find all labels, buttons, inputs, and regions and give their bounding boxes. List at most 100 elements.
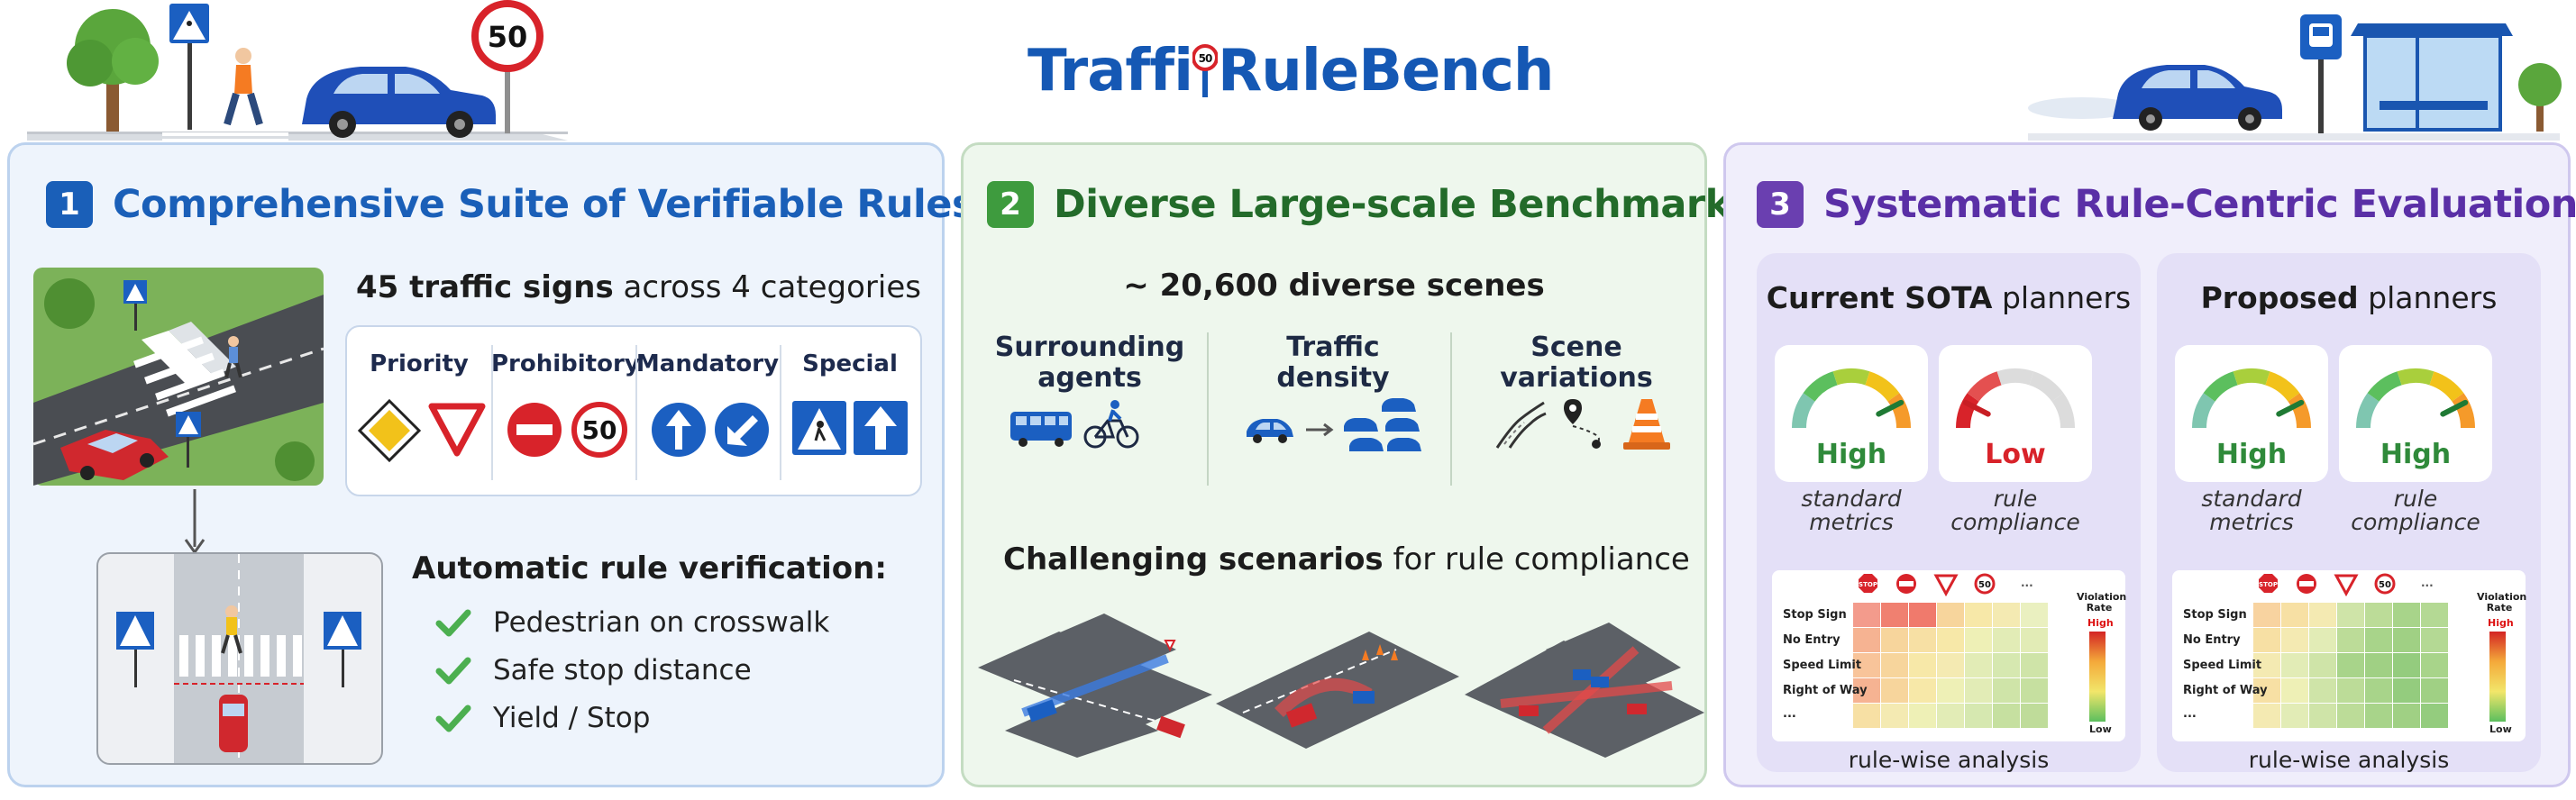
signs-summary: 45 traffic signs across 4 categories (356, 269, 921, 305)
heatmap-cell (1993, 628, 2020, 652)
heatmap-cell (1909, 603, 1936, 627)
gauge-icon (1792, 368, 1911, 429)
heatmap-cell (2253, 678, 2280, 703)
heatmap-cell (2021, 603, 2048, 627)
gauge-value: High (2215, 439, 2288, 470)
heatmap-row-label: Right of Way (1783, 684, 1868, 697)
verification-title: Automatic rule verification: (412, 550, 887, 586)
heatmap-cell (1937, 628, 1964, 652)
heatmap-cell (2253, 704, 2280, 728)
heatmap-cell (2309, 628, 2336, 652)
keep-left-sign-icon (715, 403, 769, 457)
check-item: Yield / Stop (435, 702, 650, 734)
panel1-number-badge: 1 (46, 181, 93, 228)
heatmap-cell (2365, 628, 2392, 652)
legend-low-label: Low (2489, 723, 2512, 735)
heatmap-cell (2253, 628, 2280, 652)
heatmap-cell (1965, 603, 1992, 627)
heatmap-grid (2253, 603, 2448, 728)
route-pin-icon (1564, 399, 1601, 449)
heatmap-grid (1853, 603, 2048, 728)
heatmap-cell (2253, 653, 2280, 677)
heatmap-cell (1937, 653, 1964, 677)
svg-text:50: 50 (2379, 580, 2391, 590)
heatmap-cell (2337, 653, 2364, 677)
challenge-text: Challenging scenarios for rule complianc… (1003, 541, 1690, 577)
heatmap-cell (2021, 628, 2048, 652)
heatmap-cell (2309, 704, 2336, 728)
heatmap-cell (1965, 653, 1992, 677)
heatmap-cell (2421, 628, 2448, 652)
check-icon (435, 705, 471, 732)
category-mandatory-label: Mandatory (635, 350, 780, 377)
heatmap-cell (1993, 653, 2020, 677)
svg-text:STOP: STOP (1859, 581, 1877, 588)
heatmap-cell (2365, 653, 2392, 677)
gauge-card: High (1775, 345, 1928, 482)
heatmap-cell (1993, 603, 2020, 627)
heatmap-cell (1853, 628, 1880, 652)
heatmap-cell (2393, 603, 2420, 627)
svg-text:50: 50 (1978, 580, 1991, 590)
heatmap-cell (2281, 678, 2308, 703)
heatmap-cell (1965, 628, 1992, 652)
gauge-value: Low (1985, 439, 2046, 470)
heatmap-cell (2393, 704, 2420, 728)
heatmap-cell (1937, 704, 1964, 728)
panel-verifiable-rules: 1 Comprehensive Suite of Verifiable Rule… (7, 142, 975, 787)
heatmap-cell (1993, 704, 2020, 728)
heatmap-cell (1853, 704, 1880, 728)
heatmap-cell (2365, 603, 2392, 627)
ahead-only-sign-icon (652, 403, 706, 457)
panel1-title: Comprehensive Suite of Verifiable Rules (113, 182, 975, 227)
heatmap-cell (2393, 678, 2420, 703)
priority-road-sign-icon (358, 399, 421, 462)
gauge-needle (2440, 399, 2469, 417)
cyclist-icon (1083, 400, 1139, 449)
heatmap-card: STOP 50 ... Stop Sign No Entry Speed Lim… (1772, 570, 2126, 741)
title-right: RuleBench (1218, 38, 1554, 105)
many-cars-icon (1344, 398, 1421, 451)
gauge-icon (1956, 368, 2075, 429)
heatmap-cell (1909, 628, 1936, 652)
heatmap-row-label: ... (1783, 707, 1796, 721)
rule-wise-caption: rule-wise analysis (1848, 747, 2050, 773)
speed-limit-sign-icon: 50 (571, 402, 627, 458)
category-priority-label: Priority (370, 350, 469, 377)
scenario-intersection-1 (978, 614, 1212, 758)
yield-sign-icon (428, 403, 486, 457)
sign-categories-card: Priority Prohibitory Mandatory Special 5… (345, 325, 922, 496)
heatmap-cell (2309, 603, 2336, 627)
heatmap-sign-icons: STOP 50 ... (1859, 573, 2033, 597)
heatmap-cell (1993, 678, 2020, 703)
title-speed-i-icon: 50 (1192, 40, 1219, 97)
heatmap-cell (1937, 678, 1964, 703)
heatmap-cell (1853, 603, 1880, 627)
heatmap-cell (2421, 653, 2448, 677)
gauge-card: High (2175, 345, 2328, 482)
heatmap-cell (2281, 704, 2308, 728)
heatmap-cell (2281, 603, 2308, 627)
crosswalk-topdown-illustration (96, 552, 383, 765)
intersection-illustration (33, 268, 324, 486)
traffic-cone-icon (1623, 399, 1670, 450)
header-speed-sign-value: 50 (488, 20, 528, 54)
panel-benchmark: 2 Diverse Large-scale Benchmark ~ 20,600… (961, 142, 1731, 787)
heatmap-cell (2281, 653, 2308, 677)
gauge-needle (2276, 399, 2305, 417)
street-scene-left: 50 (27, 0, 568, 141)
gauge-value: High (2380, 439, 2452, 470)
heatmap-row-label: Stop Sign (1783, 608, 1847, 622)
heatmap-cell (1909, 704, 1936, 728)
category-special-label: Special (802, 350, 898, 377)
panel3-number-badge: 3 (1757, 181, 1804, 228)
heatmap-card: STOP 50 ... Stop Sign No Entry Speed Lim… (2172, 570, 2526, 741)
legend-high-label: High (2488, 617, 2514, 629)
one-way-sign-icon (854, 401, 908, 455)
gauge-icon (2356, 368, 2475, 429)
